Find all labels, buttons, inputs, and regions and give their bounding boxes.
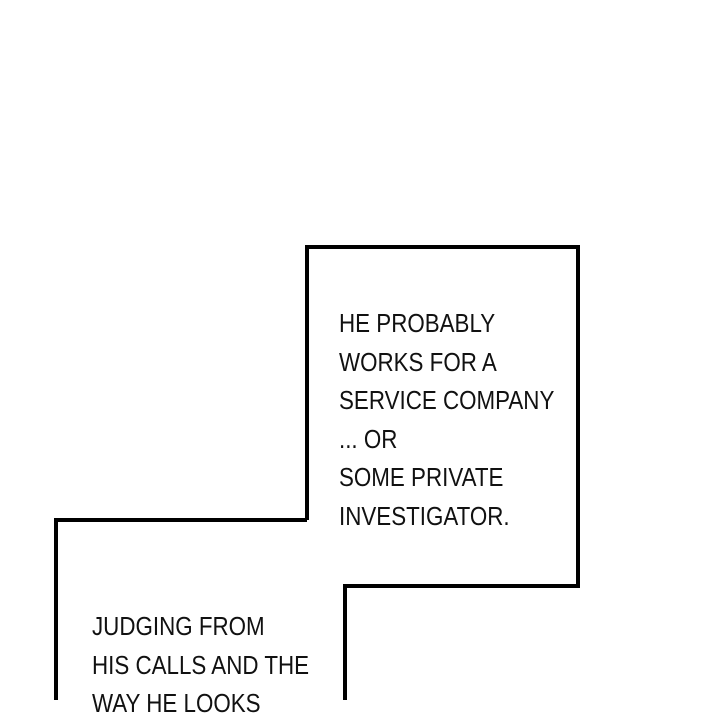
caption-line: SERVICE COMPANY [339, 385, 555, 416]
caption-box-outline [54, 245, 580, 700]
caption-box-upper [305, 245, 580, 700]
caption-box-lower [54, 518, 307, 700]
caption-upper: HE PROBABLY WORKS FOR A SERVICE COMPANY … [339, 304, 554, 536]
caption-line: WORKS FOR A [339, 346, 497, 377]
caption-line: HIS CALLS AND THE [92, 649, 310, 680]
caption-line: WAY HE LOOKS [92, 688, 261, 719]
caption-line: INVESTIGATOR. [339, 500, 510, 531]
caption-line: ... OR [339, 423, 398, 454]
caption-line: SOME PRIVATE [339, 462, 504, 493]
caption-lower: JUDGING FROM HIS CALLS AND THE WAY HE LO… [92, 607, 309, 723]
caption-line: HE PROBABLY [339, 308, 496, 338]
caption-line: JUDGING FROM [92, 611, 265, 641]
